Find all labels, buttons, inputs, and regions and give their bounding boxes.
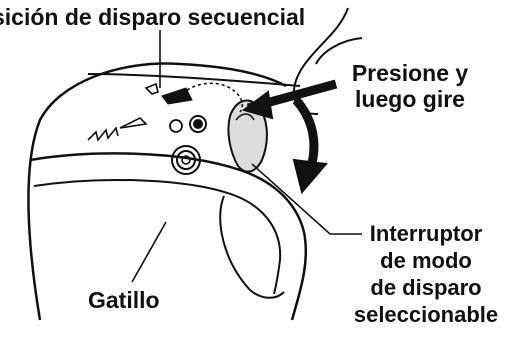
trigger-label: Gatillo: [88, 287, 160, 313]
press-arrow-head: [241, 90, 274, 120]
turn-arrow-head: [292, 158, 328, 195]
position-pointer: [161, 87, 193, 105]
sequential-fire-label: sición de disparo secuencial: [0, 4, 306, 30]
round-button-mid: [176, 150, 196, 170]
leader-mode-switch: [251, 163, 362, 235]
selector-switch-edge: [235, 113, 255, 121]
tool-body-outline: [27, 62, 287, 321]
mode-switch-line-2: de modo: [380, 248, 472, 273]
press-and-turn-line-2: luego gire: [355, 86, 465, 112]
housing-right-contour: [315, 37, 363, 65]
selector-dashed-outline: [177, 82, 244, 113]
round-button-outer: [171, 145, 201, 175]
mode-switch-line-1: Interruptor: [369, 221, 483, 246]
single-fire-symbol: [144, 82, 159, 95]
trigger-guard-outer: [29, 152, 308, 321]
mode-switch-line-4: seleccionable: [353, 302, 499, 327]
trigger-guard-inner: [33, 179, 282, 295]
mode-switch-line-3: de disparo: [370, 275, 482, 300]
tool-top-edge: [87, 73, 301, 87]
indicator-open-dot: [169, 119, 183, 133]
leader-trigger: [131, 221, 167, 283]
selectable-mode-switch-label: Interruptor de modo de disparo seleccion…: [336, 220, 510, 328]
trigger-lower: [219, 195, 285, 299]
round-button-inner: [181, 155, 191, 165]
press-and-turn-label: Presione y luego gire: [345, 60, 475, 112]
press-and-turn-line-1: Presione y: [351, 60, 469, 86]
bump-fire-symbol: [87, 117, 148, 142]
turn-arrow-shaft: [292, 96, 319, 172]
indicator-filled-dot-core: [193, 119, 203, 129]
